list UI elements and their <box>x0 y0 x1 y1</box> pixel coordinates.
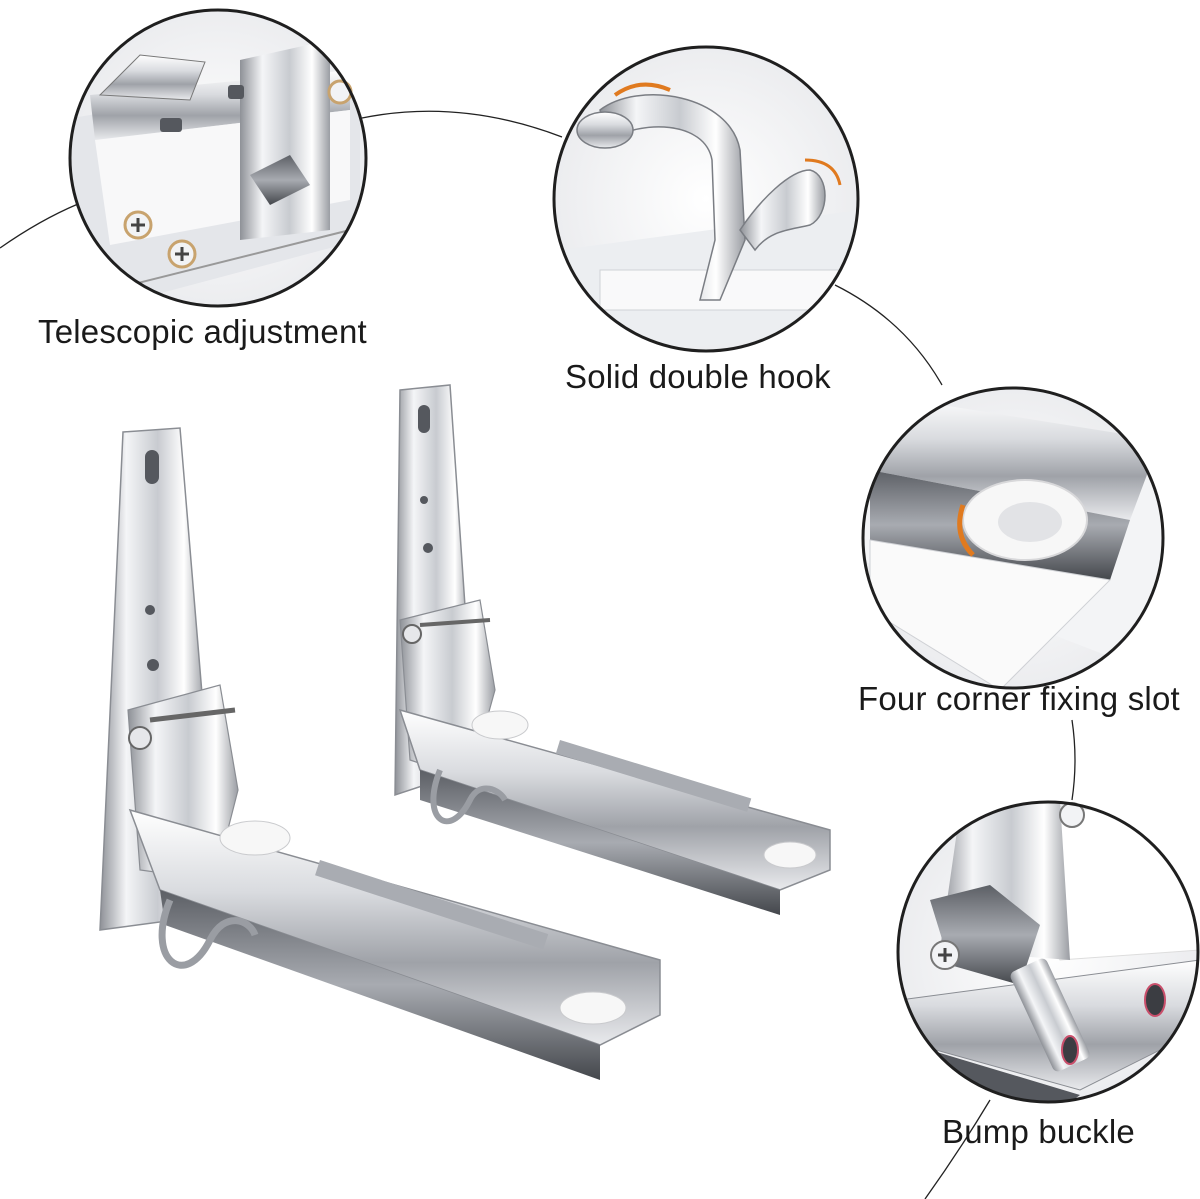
bracket-rear <box>394 384 831 915</box>
zoom-telescopic <box>68 8 368 308</box>
callout-bump-buckle: Bump buckle <box>942 1113 1135 1150</box>
callout-four-corner-fixing-slot: Four corner fixing slot <box>858 680 1180 717</box>
zoom-bump-buckle <box>896 800 1200 1104</box>
hook-icon <box>599 94 746 301</box>
callout-lines <box>0 110 1076 1199</box>
callout-solid-double-hook: Solid double hook <box>565 358 831 395</box>
bracket-front <box>99 427 661 1080</box>
zoom-double-hook <box>552 45 860 353</box>
callout-telescopic-adjustment: Telescopic adjustment <box>38 313 367 350</box>
zoom-fixing-slot <box>861 386 1165 690</box>
